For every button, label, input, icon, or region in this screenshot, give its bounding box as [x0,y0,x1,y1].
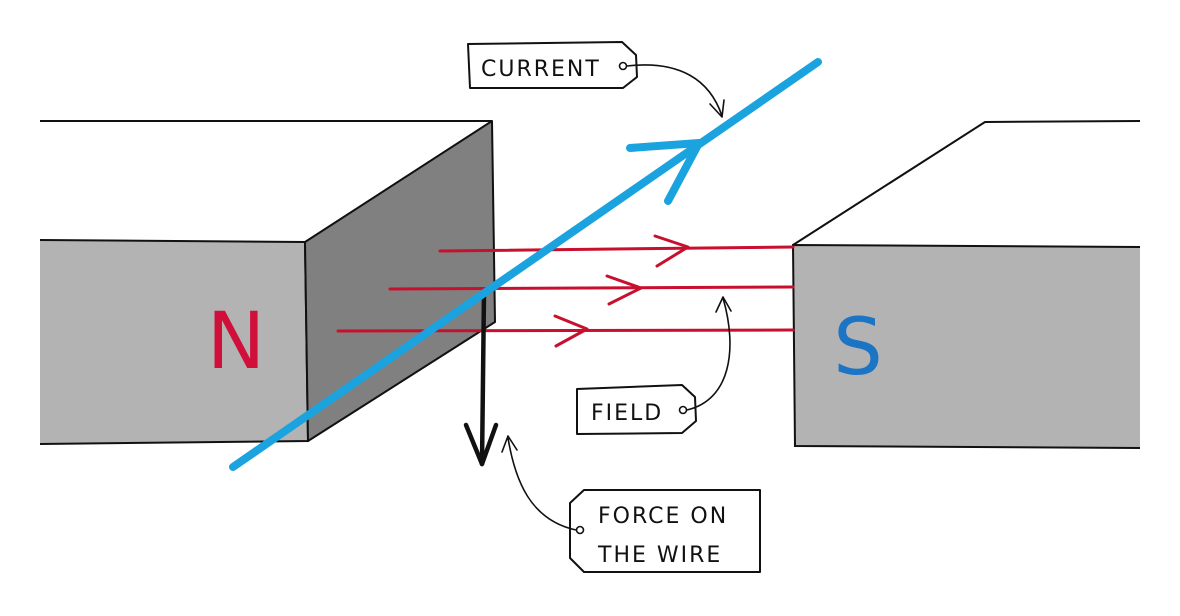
south-magnet-front-outline [791,243,1141,449]
south-magnet-top-outline [792,120,1141,246]
north-magnet-side-face [304,120,496,442]
force-label-line2: THE WIRE [597,543,722,568]
field-pointer-line [686,297,731,411]
current-wire [229,58,822,471]
current-pointer-line [626,64,723,117]
north-magnet-front-face [40,240,308,444]
force-pointer-line [507,437,577,531]
south-pole-letter: S [833,303,883,393]
force-arrow [463,289,499,467]
field-line-top-arrowhead [653,234,690,268]
field-pointer-arrowhead [715,296,732,313]
field-label-tag: FIELD [576,296,732,435]
magnetic-field-lines [336,234,795,348]
force-tag-hole [575,525,585,535]
wire-arrowhead [626,139,703,205]
south-magnet-front-face [793,245,1140,448]
field-tag-hole [678,405,688,415]
current-tag-outline [467,41,638,89]
field-line-middle [388,285,795,291]
force-pointer-arrowhead [501,435,518,453]
field-line-bottom-arrowhead [553,314,589,348]
field-label-text: FIELD [591,401,663,426]
north-pole-letter: N [207,297,265,387]
force-tag-outline [569,489,761,573]
current-tag-hole [618,61,628,71]
force-label-tag: FORCE ON THE WIRE [501,435,761,573]
field-tag-outline [576,384,697,435]
field-line-top [438,245,795,253]
field-line-bottom [336,328,795,333]
wire-line [229,58,822,471]
force-arrow-shaft [479,289,487,467]
field-line-middle-arrowhead [605,274,643,306]
current-label-tag: CURRENT [467,41,725,118]
south-magnet: S [791,120,1141,449]
current-pointer-arrowhead [709,99,725,118]
force-arrow-head [463,422,499,467]
force-label-line1: FORCE ON [598,504,728,529]
north-magnet: N [39,120,496,445]
current-label-text: CURRENT [481,57,601,82]
